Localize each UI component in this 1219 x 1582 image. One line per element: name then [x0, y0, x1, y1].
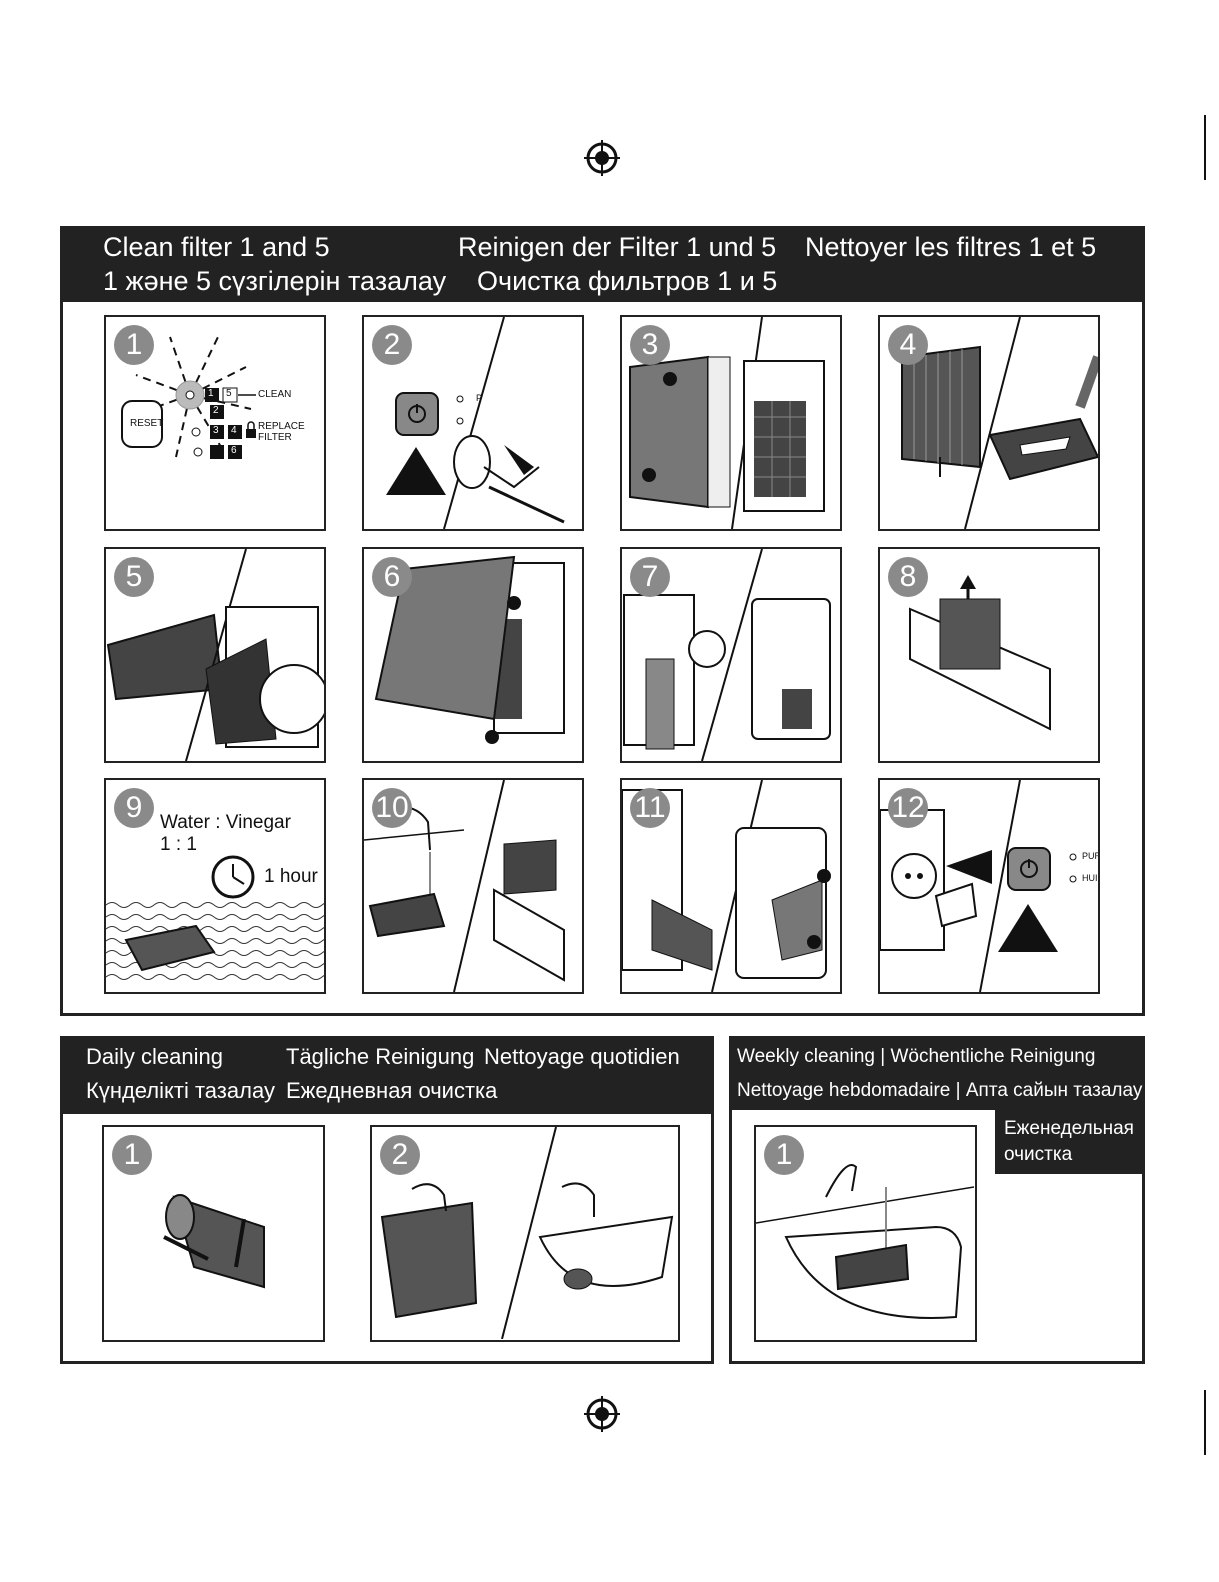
daily-heading-de: Tägliche Reinigung	[286, 1044, 474, 1070]
step-1-panel: 1 RESET CLEAN REPLACE FILTER 1 5 2 3 4 6	[104, 315, 326, 531]
step-number: 10	[372, 788, 412, 828]
step-number: 11	[630, 788, 670, 828]
replace-label: REPLACE	[258, 421, 305, 432]
step-number: 2	[380, 1135, 420, 1175]
daily-cleaning-header: Daily cleaning Tägliche Reinigung Nettoy…	[60, 1036, 714, 1114]
ratio-label: Water : Vinegar	[160, 812, 291, 834]
step-number: 8	[888, 557, 928, 597]
registration-mark-bottom	[584, 1396, 620, 1432]
step-8-panel: 8	[878, 547, 1100, 763]
filter-5-label: 5	[226, 388, 232, 399]
filter-3-label: 3	[213, 425, 219, 436]
crop-mark-bottom	[1204, 1390, 1206, 1455]
step-number: 1	[764, 1135, 804, 1175]
step-11-panel: 11	[620, 778, 842, 994]
filter-label: FILTER	[258, 432, 292, 443]
heading-fr: Nettoyer les filtres 1 et 5	[805, 232, 1096, 263]
step-7-panel: 7	[620, 547, 842, 763]
step-4-panel: 4	[878, 315, 1100, 531]
weekly-heading-en-de: Weekly cleaning | Wöchentliche Reinigung	[737, 1046, 1095, 1068]
filter-4-label: 4	[231, 425, 237, 436]
step-10-panel: 10	[362, 778, 584, 994]
step-3-panel: 3	[620, 315, 842, 531]
pur-label: PUR	[1082, 851, 1100, 861]
step-number: 2	[372, 325, 412, 365]
step-number: 3	[630, 325, 670, 365]
soak-time: 1 hour	[264, 866, 318, 888]
ratio-value: 1 : 1	[160, 834, 197, 856]
heading-ru: Очистка фильтров 1 и 5	[477, 266, 777, 297]
heading-kk: 1 және 5 сүзгілерін тазалау	[103, 266, 446, 297]
weekly-cleaning-header: Weekly cleaning | Wöchentliche Reinigung…	[729, 1036, 1145, 1110]
daily-heading-en: Daily cleaning	[86, 1044, 223, 1070]
heading-de: Reinigen der Filter 1 und 5	[458, 232, 776, 263]
registration-mark-top	[584, 140, 620, 176]
step-number: 5	[114, 557, 154, 597]
step-number: 4	[888, 325, 928, 365]
weekly-heading-ru-1: Еженедельная	[1004, 1118, 1134, 1140]
weekly-step-1-panel: 1	[754, 1125, 977, 1342]
heading-en: Clean filter 1 and 5	[103, 232, 330, 263]
step-number: 9	[114, 788, 154, 828]
step-number: 1	[114, 325, 154, 365]
hum-label: HUI	[1082, 873, 1098, 883]
indicator-label: P	[476, 393, 482, 403]
clean-filters-header: Clean filter 1 and 5 Reinigen der Filter…	[60, 226, 1145, 302]
step-2-panel: 2 P	[362, 315, 584, 531]
step-9-panel: 9 Water : Vinegar 1 : 1 1 hour	[104, 778, 326, 994]
step-number: 6	[372, 557, 412, 597]
daily-step-2-panel: 2	[370, 1125, 680, 1342]
weekly-heading-ru-2: очистка	[1004, 1144, 1072, 1166]
daily-step-1-panel: 1	[102, 1125, 325, 1342]
filter-6-label: 6	[231, 445, 237, 456]
step-number: 7	[630, 557, 670, 597]
daily-heading-ru: Ежедневная очистка	[286, 1078, 497, 1104]
weekly-cleaning-header-ru: Еженедельная очистка	[995, 1110, 1145, 1174]
step-5-panel: 5	[104, 547, 326, 763]
step-number: 12	[888, 788, 928, 828]
daily-heading-fr: Nettoyage quotidien	[484, 1044, 680, 1070]
step-12-panel: 12 PUR HUI	[878, 778, 1100, 994]
crop-mark-top	[1204, 115, 1206, 180]
filter-1-label: 1	[208, 388, 214, 399]
reset-label: RESET	[130, 418, 163, 429]
step-6-panel: 6	[362, 547, 584, 763]
clean-label: CLEAN	[258, 389, 291, 400]
step-number: 1	[112, 1135, 152, 1175]
daily-heading-kk: Күнделікті тазалау	[86, 1078, 275, 1104]
filter-2-label: 2	[213, 405, 219, 416]
weekly-heading-fr-kk: Nettoyage hebdomadaire | Апта сайын таза…	[737, 1080, 1142, 1102]
